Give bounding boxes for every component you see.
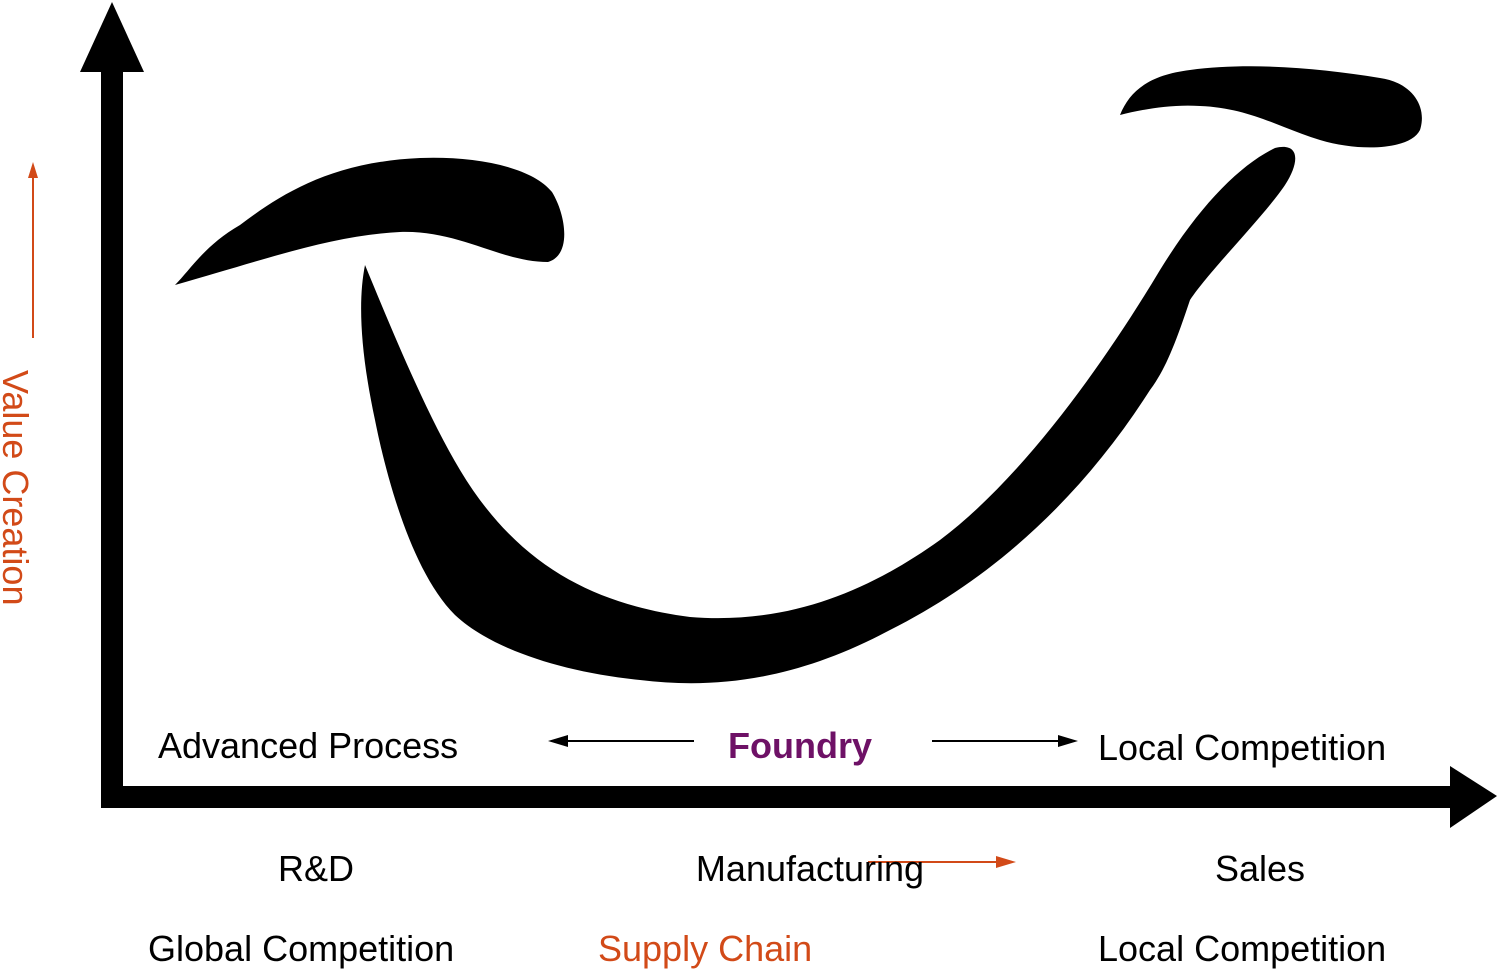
foundry-right-arrow: [932, 735, 1078, 747]
smile-brush-stroke: [361, 146, 1296, 684]
label-advanced-process: Advanced Process: [158, 725, 459, 766]
stage-manufacturing: Manufacturing: [695, 848, 925, 889]
stage-sales: Sales: [1214, 848, 1306, 889]
label-local-competition-lower: Local Competition: [1098, 928, 1387, 969]
y-axis-label: Value Creation: [0, 370, 36, 606]
label-foundry: Foundry: [728, 725, 872, 766]
foundry-left-arrow: [548, 735, 694, 747]
x-axis-line: [101, 786, 1471, 808]
y-axis-line: [101, 55, 123, 801]
x-axis-arrowhead: [1450, 766, 1497, 828]
y-axis-arrowhead: [80, 2, 144, 72]
label-supply-chain: Supply Chain: [598, 928, 813, 969]
label-local-competition-upper: Local Competition: [1098, 727, 1387, 768]
supply-chain-arrow: [868, 856, 1016, 868]
left-brush-stroke: [175, 157, 565, 285]
value-creation-arrow: [28, 162, 38, 338]
right-brush-stroke: [1120, 66, 1422, 148]
label-global-competition: Global Competition: [148, 928, 455, 969]
stage-rnd: R&D: [277, 848, 355, 889]
